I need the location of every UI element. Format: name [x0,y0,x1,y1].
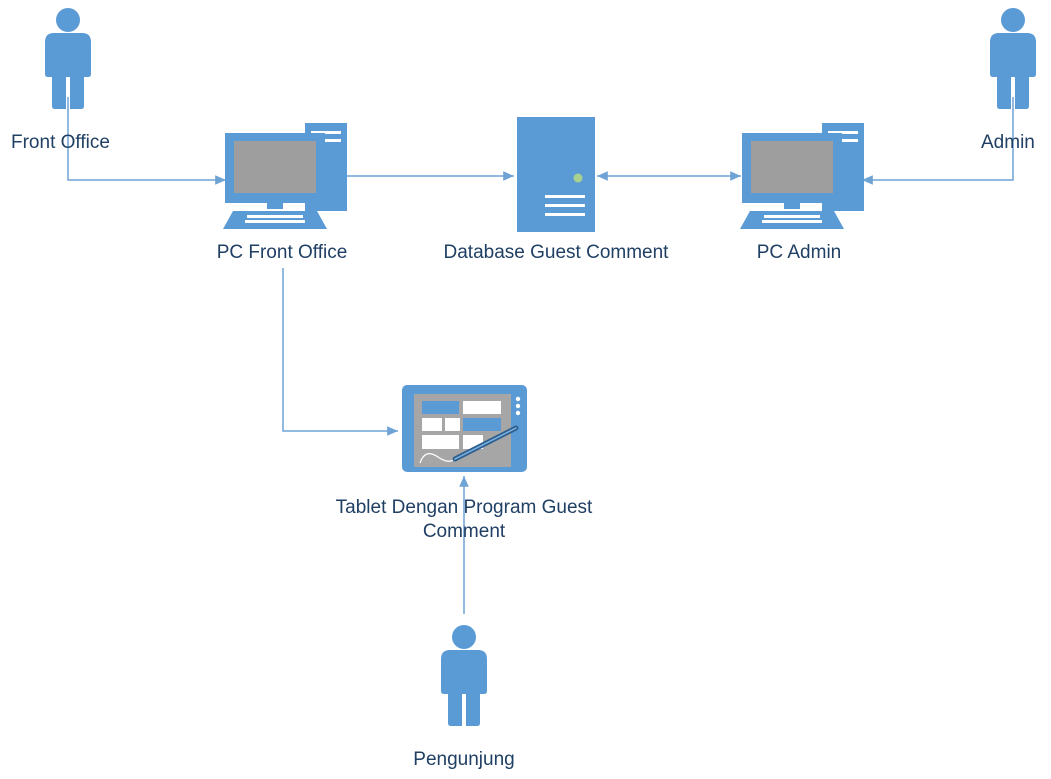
tablet-icon [402,385,527,472]
edge-front-office-to-pc [67,97,226,185]
tablet-label: Tablet Dengan Program Guest Comment [335,497,593,542]
pc-admin-label: PC Admin [756,242,842,263]
edge-admin-to-pc-admin [862,97,1014,185]
admin-label: Admin [981,132,1035,153]
pengunjung-person-icon [441,625,487,726]
database-label: Database Guest Comment [443,242,669,263]
front-office-label: Front Office [11,132,110,153]
pc-front-office-computer-icon [223,123,347,229]
pengunjung-label: Pengunjung [413,749,515,770]
pc-admin-computer-icon [740,123,864,229]
pc-front-office-label: PC Front Office [216,242,348,263]
database-server-icon [517,117,595,232]
edge-pc-to-tablet [282,268,398,436]
front-office-person-icon [45,8,91,109]
admin-person-icon [990,8,1036,109]
